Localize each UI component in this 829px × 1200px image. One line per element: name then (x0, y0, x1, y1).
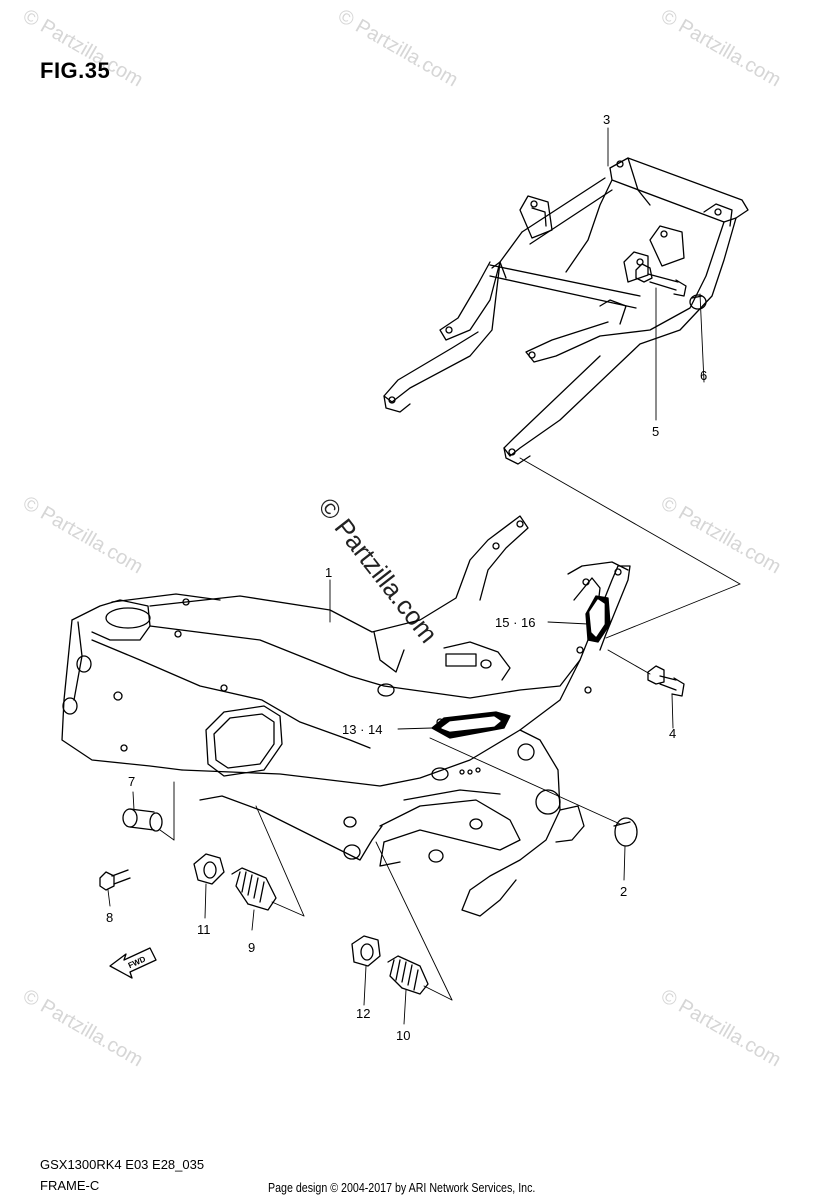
callout-7: 7 (128, 774, 135, 789)
guide-line (376, 842, 452, 1000)
leader-line (364, 966, 366, 1005)
leader-line (398, 728, 432, 729)
leader-line (108, 890, 110, 906)
leader-line (205, 884, 206, 918)
figure-title: FIG.35 (40, 58, 111, 83)
guide-line (256, 806, 304, 916)
callout-8: 8 (106, 910, 113, 925)
seat-rail-subframe (384, 158, 748, 464)
rubber-mount-part-10 (388, 956, 428, 994)
leader-line (252, 910, 254, 930)
guide-line (608, 650, 650, 674)
guide-line (272, 902, 304, 916)
leader-line (672, 694, 673, 728)
reflector-part-13-14 (432, 712, 510, 738)
bolt-part-8 (100, 870, 130, 890)
guide-line (160, 830, 174, 840)
bolt-part-5 (636, 264, 686, 296)
callout-4: 4 (669, 726, 676, 741)
callout-13-14: 13 · 14 (342, 722, 382, 737)
callout-5: 5 (652, 424, 659, 439)
bolt-part-4 (648, 666, 684, 696)
guide-line (430, 738, 620, 824)
section-name: FRAME-C (40, 1178, 100, 1193)
leader-line (133, 792, 134, 810)
nut-part-11 (194, 854, 224, 884)
rubber-mount-part-9 (232, 868, 276, 910)
callout-12: 12 (356, 1006, 370, 1021)
callout-15-16: 15 · 16 (495, 615, 535, 630)
guide-line (424, 986, 452, 1000)
forward-arrow-icon (110, 948, 156, 978)
leader-line (700, 294, 704, 382)
guide-line (606, 584, 740, 638)
callout-9: 9 (248, 940, 255, 955)
callout-11: 11 (197, 922, 211, 937)
callout-6: 6 (700, 368, 707, 383)
leader-line (548, 622, 588, 624)
callout-3: 3 (603, 112, 610, 127)
main-frame (62, 516, 630, 916)
nut-part-12 (352, 936, 380, 966)
callout-2: 2 (620, 884, 627, 899)
cap-part-2 (614, 818, 637, 846)
callout-1: 1 (325, 565, 332, 580)
page-credit: Page design © 2004-2017 by ARI Network S… (268, 1180, 536, 1195)
reflector-part-15-16 (586, 596, 610, 642)
model-code: GSX1300RK4 E03 E28_035 (40, 1157, 205, 1172)
leader-line (624, 846, 625, 880)
leader-line (404, 990, 406, 1024)
bushing-part-7 (123, 809, 162, 831)
callout-10: 10 (396, 1028, 410, 1043)
guide-line (520, 458, 740, 584)
